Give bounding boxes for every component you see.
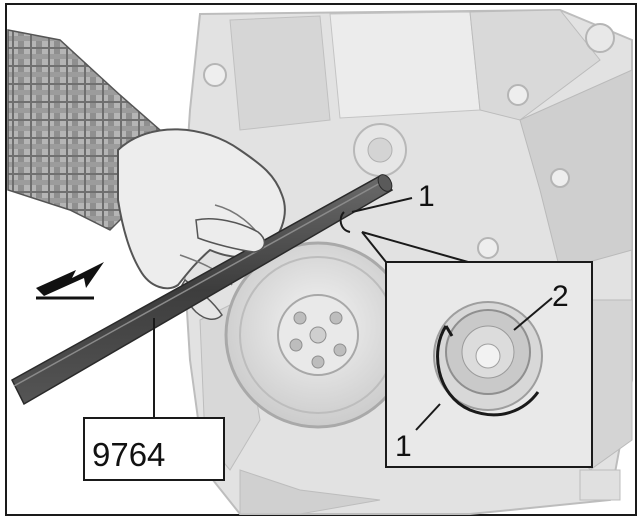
inset-connector-left	[361, 231, 387, 263]
crankshaft-pulley	[224, 241, 412, 429]
circlip-small	[339, 211, 351, 233]
tool-label: 9764	[92, 436, 165, 473]
inset-connector-right	[361, 231, 469, 263]
inset-label-2: 2	[552, 280, 569, 313]
leader-line-top	[351, 197, 413, 213]
tool-rod	[11, 174, 394, 406]
circlip-large	[436, 325, 540, 417]
tool-label-box	[83, 417, 225, 481]
leader-line-inset-1	[415, 403, 441, 431]
inset-label-1: 1	[395, 430, 412, 463]
callout-label-1: 1	[418, 180, 435, 213]
leader-line-inset-2	[513, 297, 553, 331]
arrow-left-down-icon	[36, 262, 104, 300]
detail-inset	[385, 261, 593, 468]
finger	[195, 217, 266, 253]
